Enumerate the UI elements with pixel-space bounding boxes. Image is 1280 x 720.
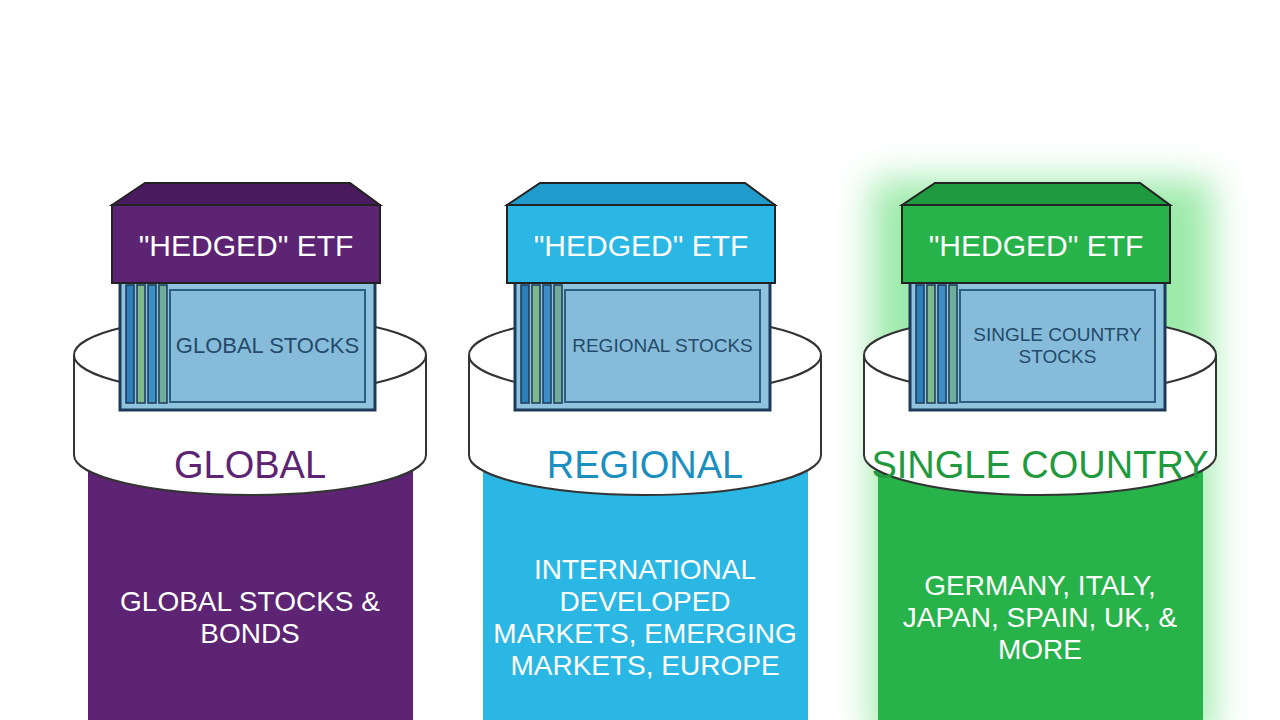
pedestal-heading: GLOBAL bbox=[74, 440, 426, 492]
etf-box: "HEDGED" ETF GLOBAL STOCKS bbox=[112, 205, 380, 410]
etf-box: "HEDGED" ETF REGIONAL STOCKS bbox=[507, 205, 775, 410]
box-label: SINGLE COUNTRY STOCKS bbox=[962, 292, 1153, 400]
lid-label-text: "HEDGED" ETF bbox=[534, 229, 749, 264]
pedestal-single-country bbox=[864, 183, 1216, 720]
pedestal-regional bbox=[469, 183, 821, 720]
box-label: REGIONAL STOCKS bbox=[567, 292, 758, 400]
etf-box: "HEDGED" ETF SINGLE COUNTRY STOCKS bbox=[902, 205, 1170, 410]
pedestal-body-text: GLOBAL STOCKS & BONDS bbox=[94, 586, 406, 650]
box-label-text: SINGLE COUNTRY STOCKS bbox=[962, 324, 1153, 368]
pedestal-heading-text: REGIONAL bbox=[547, 444, 743, 488]
pedestal-body-text: GERMANY, ITALY, JAPAN, SPAIN, UK, & MORE bbox=[884, 570, 1196, 667]
pedestal-heading-text: GLOBAL bbox=[174, 444, 326, 488]
box-label: GLOBAL STOCKS bbox=[172, 292, 363, 400]
pedestal-global bbox=[74, 183, 426, 720]
green-glow bbox=[872, 180, 1212, 720]
pedestal-body: GLOBAL STOCKS & BONDS bbox=[94, 520, 406, 716]
pedestal: GLOBAL GLOBAL STOCKS & BONDS bbox=[74, 440, 426, 720]
lid-label-text: "HEDGED" ETF bbox=[139, 229, 354, 264]
pedestal-heading-text: SINGLE COUNTRY bbox=[871, 444, 1208, 488]
pedestal-heading: REGIONAL bbox=[469, 440, 821, 492]
box-label-text: REGIONAL STOCKS bbox=[572, 335, 753, 357]
pedestal-heading: SINGLE COUNTRY bbox=[864, 440, 1216, 492]
lid-label: "HEDGED" ETF bbox=[507, 209, 775, 283]
lid-label-text: "HEDGED" ETF bbox=[929, 229, 1144, 264]
lid-label: "HEDGED" ETF bbox=[112, 209, 380, 283]
lid-label: "HEDGED" ETF bbox=[902, 209, 1170, 283]
box-label-text: GLOBAL STOCKS bbox=[176, 333, 359, 358]
pedestal: SINGLE COUNTRY GERMANY, ITALY, JAPAN, SPA… bbox=[864, 440, 1216, 720]
pedestal-body: INTERNATIONAL DEVELOPED MARKETS, EMERGIN… bbox=[489, 520, 801, 716]
pedestal-body: GERMANY, ITALY, JAPAN, SPAIN, UK, & MORE bbox=[884, 520, 1196, 716]
pedestal: REGIONAL INTERNATIONAL DEVELOPED MARKETS,… bbox=[469, 440, 821, 720]
pedestal-body-text: INTERNATIONAL DEVELOPED MARKETS, EMERGIN… bbox=[489, 554, 801, 683]
